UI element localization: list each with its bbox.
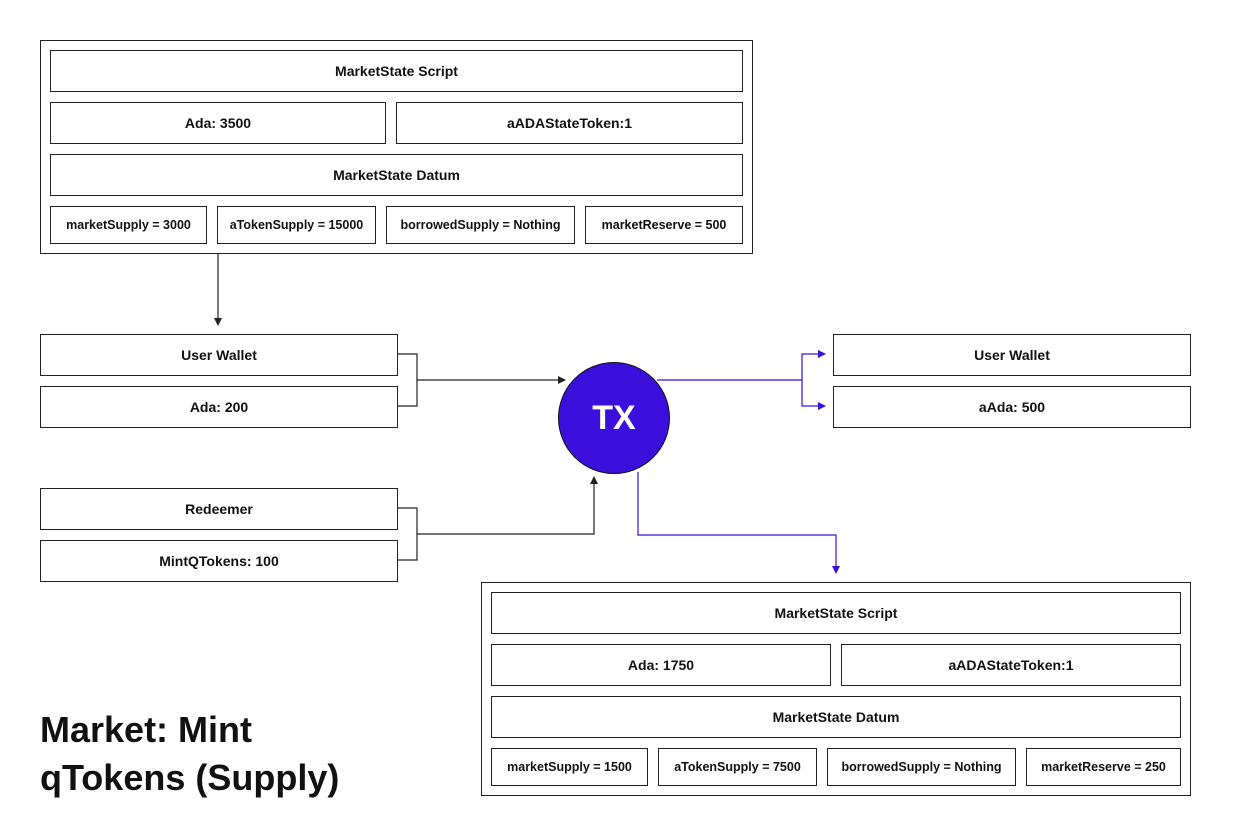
arrow-tx-to-output-script xyxy=(637,472,840,574)
user-wallet-out-label: User Wallet xyxy=(833,334,1191,376)
arrow-tx-to-wallet-value xyxy=(801,380,826,410)
bracket-redeemer xyxy=(398,507,418,561)
input-field-atoken-supply: aTokenSupply = 15000 xyxy=(217,206,376,244)
output-datum-label: MarketState Datum xyxy=(491,696,1181,738)
user-wallet-out-value: aAda: 500 xyxy=(833,386,1191,428)
input-ada-value: Ada: 3500 xyxy=(50,102,386,144)
output-script-label: MarketState Script xyxy=(491,592,1181,634)
user-wallet-in-label: User Wallet xyxy=(40,334,398,376)
output-ada-value: Ada: 1750 xyxy=(491,644,831,686)
output-field-atoken-supply: aTokenSupply = 7500 xyxy=(658,748,817,786)
input-state-token: aADAStateToken:1 xyxy=(396,102,743,144)
bracket-wallet xyxy=(398,353,418,407)
input-datum-label: MarketState Datum xyxy=(50,154,743,196)
arrow-redeemer-to-tx xyxy=(417,476,598,535)
input-script-label: MarketState Script xyxy=(50,50,743,92)
diagram-title: Market: Mint qTokens (Supply) xyxy=(40,706,440,802)
tx-node: TX xyxy=(558,362,670,474)
input-field-borrowed-supply: borrowedSupply = Nothing xyxy=(386,206,575,244)
input-field-market-reserve: marketReserve = 500 xyxy=(585,206,743,244)
diagram-title-line-2: qTokens (Supply) xyxy=(40,757,340,798)
output-field-market-reserve: marketReserve = 250 xyxy=(1026,748,1181,786)
arrow-tx-to-wallet-label xyxy=(657,350,826,381)
redeemer-value: MintQTokens: 100 xyxy=(40,540,398,582)
input-field-market-supply: marketSupply = 3000 xyxy=(50,206,207,244)
diagram-title-line-1: Market: Mint xyxy=(40,709,253,750)
output-field-market-supply: marketSupply = 1500 xyxy=(491,748,648,786)
redeemer-label: Redeemer xyxy=(40,488,398,530)
user-wallet-in-value: Ada: 200 xyxy=(40,386,398,428)
output-state-token: aADAStateToken:1 xyxy=(841,644,1181,686)
output-field-borrowed-supply: borrowedSupply = Nothing xyxy=(827,748,1016,786)
